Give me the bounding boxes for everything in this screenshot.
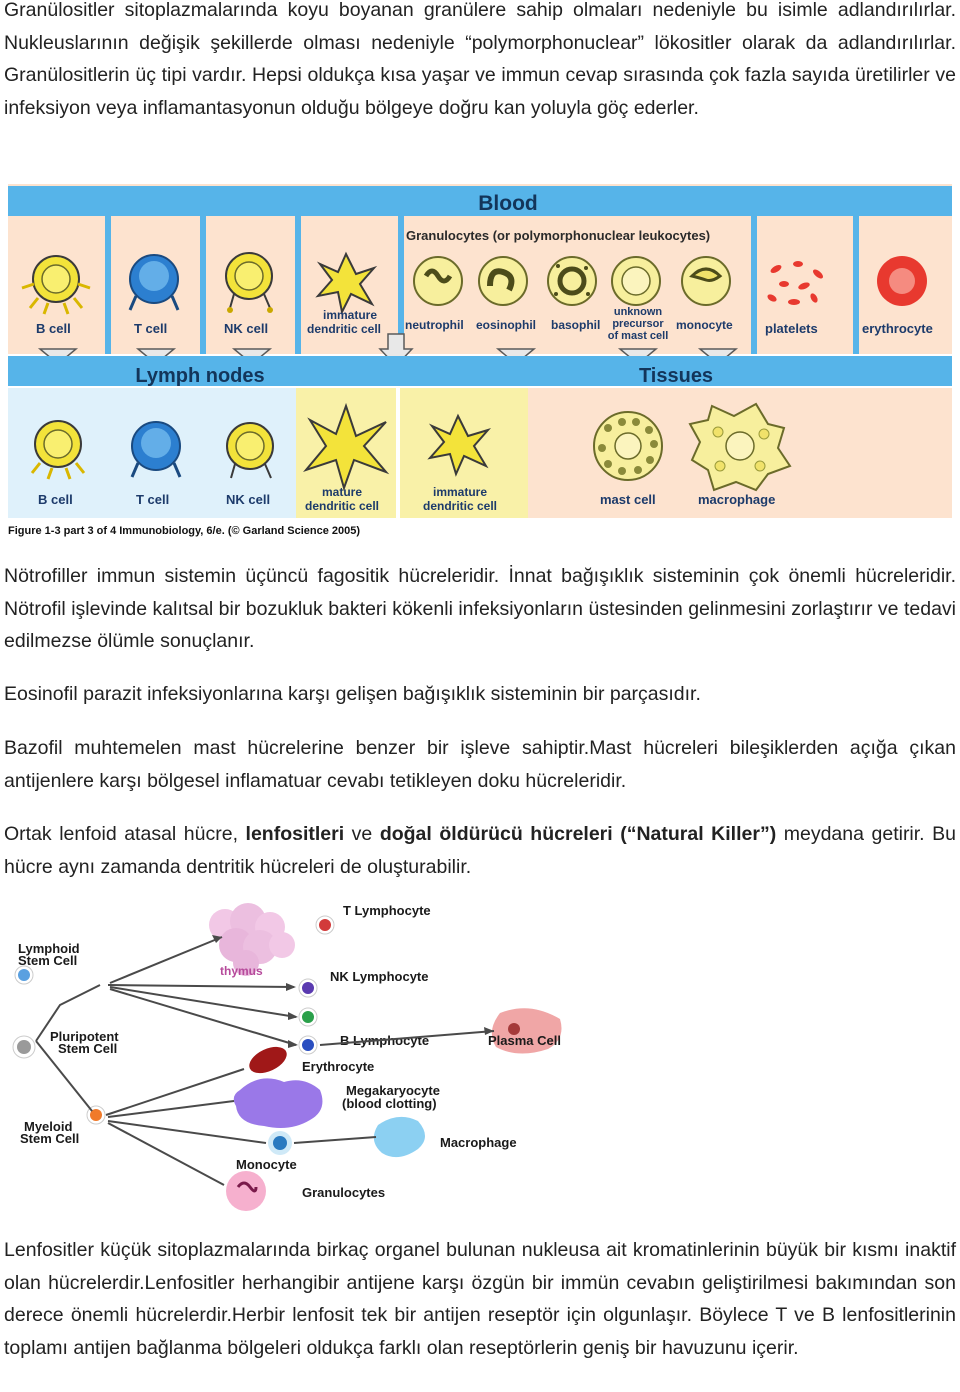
unknown-label-3: of mast cell xyxy=(608,330,669,342)
immature-dc-label-2: dendritic cell xyxy=(307,322,381,336)
unknown-label-1: unknown xyxy=(614,306,663,318)
p5-bold-lymphocytes: lenfositleri xyxy=(245,823,345,845)
plasma-cell-image xyxy=(491,1008,562,1054)
b-cell-label: B cell xyxy=(36,321,71,336)
erythrocyte-cell xyxy=(877,256,927,306)
t-cell-lymph xyxy=(130,421,182,478)
b-cell-blood xyxy=(21,255,91,315)
t-cell-label: T cell xyxy=(134,321,167,336)
immature-dc-label-1: immature xyxy=(323,308,377,322)
erythrocyte-image xyxy=(249,1046,287,1074)
thymus-image xyxy=(209,903,295,976)
neutrophil-label: neutrophil xyxy=(405,318,464,332)
figure-hematopoiesis: thymus T Lymphocyte Lymphoid Stem Cell N… xyxy=(12,903,562,1211)
neutrophil-cell xyxy=(413,256,463,306)
mature-dc-label-1: mature xyxy=(322,485,362,499)
t-lymphocyte-label: T Lymphocyte xyxy=(343,903,431,918)
macrophage-cell xyxy=(688,402,792,492)
lymphoid-label-2: Stem Cell xyxy=(18,953,77,968)
mast-cell-label: mast cell xyxy=(600,492,656,507)
tissues-title: Tissues xyxy=(639,365,713,387)
eosinophil-cell xyxy=(478,256,528,306)
mature-dc-label-2: dendritic cell xyxy=(305,499,379,513)
pluripotent-label-2: Stem Cell xyxy=(58,1041,117,1056)
figure-blood-cells: Blood Granulocytes (or polymorphonuclear… xyxy=(8,184,952,537)
b-cell-lymph xyxy=(30,420,86,480)
myeloid-label-2: Stem Cell xyxy=(20,1131,79,1146)
unknown-label-2: precursor xyxy=(612,318,664,330)
t-cell-lymph-label: T cell xyxy=(136,492,169,507)
mast-precursor-cell xyxy=(611,256,661,306)
megakaryocyte-image xyxy=(233,1078,323,1128)
platelets-group xyxy=(767,261,823,305)
nk-cell-lymph xyxy=(226,422,274,479)
immature-dc-tissue-label-1: immature xyxy=(433,485,487,499)
immature-dc-tissue-label-2: dendritic cell xyxy=(423,499,497,513)
thymus-label: thymus xyxy=(220,964,263,978)
mast-cell xyxy=(593,411,663,481)
macrophage-label: macrophage xyxy=(698,492,775,507)
p5-text-a: Ortak lenfoid atasal hücre, xyxy=(4,823,246,845)
paragraph-lymphocytes: Lenfositler küçük sitoplazmalarında birk… xyxy=(4,1239,956,1359)
erythrocyte-fig2-label: Erythrocyte xyxy=(302,1059,374,1074)
basophil-label: basophil xyxy=(551,318,600,332)
lymphoid-label-1: Lymphoid xyxy=(18,941,80,956)
b-cell-lymph-label: B cell xyxy=(38,492,73,507)
platelets-label: platelets xyxy=(765,321,818,336)
macrophage-fig2-label: Macrophage xyxy=(440,1135,517,1150)
p5-text-e: meydana getirir. Bu hücre aynı zamanda d… xyxy=(4,823,956,878)
granulocytes-header: Granulocytes (or polymorphonuclear leuko… xyxy=(406,228,710,243)
erythrocyte-label: erythrocyte xyxy=(862,321,933,336)
granulocytes-label: Granulocytes xyxy=(302,1185,385,1200)
p5-bold-nk: doğal öldürücü hücreleri (“Natural Kille… xyxy=(379,823,777,845)
blood-title: Blood xyxy=(478,192,537,215)
basophil-cell xyxy=(547,256,597,306)
monocyte-fig2-label: Monocyte xyxy=(236,1157,297,1172)
paragraph-lymphoid: Ortak lenfoid atasal hücre, lenfositleri… xyxy=(4,818,956,883)
plasma-cell-label: Plasma Cell xyxy=(488,1033,561,1048)
monocyte-label: monocyte xyxy=(676,318,733,332)
nk-cell-label: NK cell xyxy=(224,321,268,336)
megakaryocyte-label-2: (blood clotting) xyxy=(342,1096,437,1111)
eosinophil-label: eosinophil xyxy=(476,318,536,332)
nk-cell-lymph-label: NK cell xyxy=(226,492,270,507)
megakaryocyte-label-1: Megakaryocyte xyxy=(346,1083,440,1098)
figure-caption: Figure 1-3 part 3 of 4 Immunobiology, 6/… xyxy=(8,525,360,537)
nk-lymphocyte-label: NK Lymphocyte xyxy=(330,969,428,984)
paragraph-granulocytes: Granülositler sitoplazmalarında koyu boy… xyxy=(4,0,956,119)
myeloid-label-1: Myeloid xyxy=(24,1119,72,1134)
paragraph-neutrophils: Nötrofiller immun sistemin üçüncü fagosi… xyxy=(4,565,956,652)
mature-dendritic-cell xyxy=(302,402,390,492)
immature-dendritic-cell-blood xyxy=(315,251,378,316)
p5-text-c: ve xyxy=(344,823,380,845)
paragraph-basophil: Bazofil muhtemelen mast hücrelerine benz… xyxy=(4,737,956,792)
pluripotent-label-1: Pluripotent xyxy=(50,1029,119,1044)
macrophage-image xyxy=(373,1116,425,1158)
monocyte-cell xyxy=(681,256,731,306)
t-cell-blood xyxy=(128,254,180,311)
nk-cell-blood xyxy=(225,252,273,313)
immature-dendritic-cell-tissue xyxy=(427,413,492,477)
paragraph-eosinophil: Eosinofil parazit infeksiyonlarına karşı… xyxy=(4,683,701,705)
lymph-nodes-title: Lymph nodes xyxy=(135,365,264,387)
granulocyte-image xyxy=(226,1171,266,1211)
